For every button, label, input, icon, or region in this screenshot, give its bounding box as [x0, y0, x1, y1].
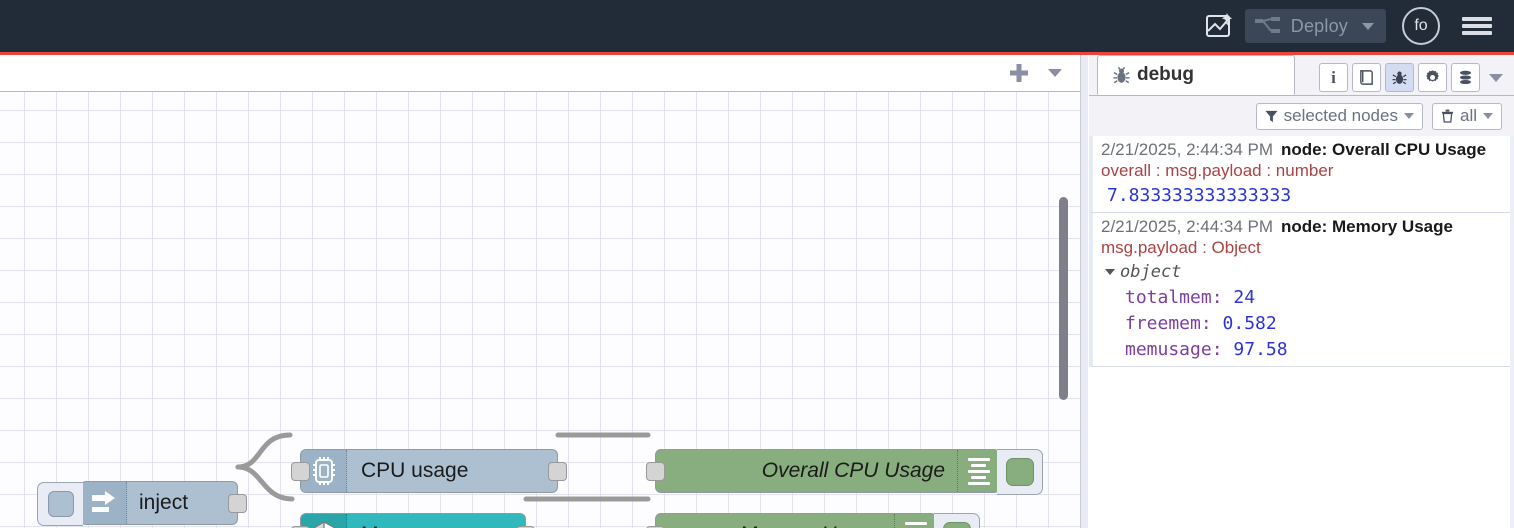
flow-canvas[interactable]: inject CPU usage — [0, 92, 1080, 528]
inject-button-inner — [47, 491, 74, 517]
flow-workspace: inject CPU usage — [0, 55, 1080, 528]
debug-property-value: 24 — [1233, 287, 1256, 308]
filter-funnel-icon — [1265, 110, 1278, 122]
node-cpu-usage[interactable]: CPU usage — [291, 449, 567, 493]
sidebar-tab-bar: debug i — [1089, 55, 1514, 96]
debug-message-header: 2/21/2025, 2:44:34 PM node: Overall CPU U… — [1101, 140, 1514, 160]
debug-lines-icon — [894, 514, 936, 528]
node-debug-memory-usage[interactable]: Memory Usage — [646, 513, 980, 528]
debug-bug-icon[interactable] — [1385, 63, 1414, 92]
chevron-down-icon — [1403, 113, 1414, 119]
debug-clear-button[interactable]: all — [1431, 102, 1502, 130]
debug-bar — [967, 469, 990, 473]
inject-trigger-button[interactable] — [37, 482, 83, 526]
debug-bar — [967, 457, 990, 461]
debug-bar — [971, 475, 986, 479]
inject-arrow-icon — [81, 482, 127, 524]
import-image-icon[interactable] — [1197, 6, 1241, 46]
debug-property-key: memusage: — [1125, 339, 1223, 360]
node-debug-cpu-input-port[interactable] — [646, 462, 665, 481]
server-box-icon — [301, 514, 347, 528]
caret-glyph — [1489, 73, 1503, 82]
context-data-icon[interactable] — [1451, 63, 1480, 92]
debug-object-property: totalmem: 24 — [1101, 287, 1514, 308]
debug-message-value: 7.833333333333333 — [1107, 185, 1292, 206]
info-icon[interactable]: i — [1319, 63, 1348, 92]
debug-panel-scroll-edge — [1510, 136, 1514, 528]
node-cpu-output-port[interactable] — [548, 462, 567, 481]
deploy-dropdown-caret-icon[interactable] — [1362, 22, 1374, 30]
caret-glyph — [1048, 69, 1062, 77]
node-cpu-input-port[interactable] — [291, 462, 310, 481]
right-sidebar: debug i — [1089, 55, 1514, 528]
debug-bar — [967, 481, 990, 485]
debug-filter-bar: selected nodes all — [1089, 96, 1514, 136]
header-accent-bar — [0, 52, 1514, 55]
tab-debug-label: debug — [1137, 64, 1194, 85]
debug-object-root-label: object — [1120, 262, 1182, 282]
debug-object-property: memusage: 97.58 — [1101, 339, 1514, 360]
trash-icon — [1441, 109, 1454, 123]
flow-tab-bar — [0, 55, 1080, 92]
chevron-down-icon[interactable] — [1484, 63, 1508, 92]
avatar[interactable]: fo — [1402, 7, 1440, 45]
avatar-initials: fo — [1414, 17, 1428, 34]
help-book-icon[interactable] — [1352, 63, 1381, 92]
node-memory[interactable]: Memory — [291, 513, 535, 528]
debug-scope-filter-button[interactable]: selected nodes — [1255, 102, 1423, 130]
debug-bar — [971, 463, 986, 467]
debug-enable-toggle[interactable] — [997, 449, 1043, 495]
debug-message-timestamp: 2/21/2025, 2:44:34 PM — [1101, 217, 1274, 236]
debug-property-value: 97.58 — [1233, 339, 1288, 360]
node-debug-cpu-label: Overall CPU Usage — [761, 459, 945, 482]
node-debug-mem-label: Memory Usage — [656, 523, 894, 528]
debug-property-value: 0.582 — [1222, 313, 1277, 334]
debug-message-source-node: node: Memory Usage — [1281, 217, 1453, 236]
debug-message-header: 2/21/2025, 2:44:34 PM node: Memory Usage — [1101, 217, 1514, 237]
bug-icon — [1113, 66, 1130, 83]
deploy-label: Deploy — [1290, 15, 1348, 36]
debug-clear-label: all — [1459, 106, 1477, 125]
node-inject[interactable]: inject — [37, 481, 247, 526]
debug-message-timestamp: 2/21/2025, 2:44:34 PM — [1101, 140, 1274, 159]
debug-scope-filter-label: selected nodes — [1283, 106, 1398, 125]
expand-collapse-caret-icon[interactable] — [1105, 269, 1115, 275]
debug-lines-icon — [957, 450, 999, 492]
app-header: Deploy fo — [0, 0, 1514, 52]
debug-bar — [904, 521, 927, 525]
canvas-vertical-scrollbar[interactable] — [1059, 197, 1068, 400]
debug-message[interactable]: 2/21/2025, 2:44:34 PM node: Overall CPU U… — [1089, 136, 1514, 213]
deploy-nodes-icon — [1254, 17, 1280, 33]
panel-resize-handle[interactable] — [1080, 55, 1088, 528]
debug-message-source-node: node: Overall CPU Usage — [1281, 140, 1487, 159]
burger-line — [1462, 24, 1492, 28]
config-gear-icon[interactable] — [1418, 63, 1447, 92]
deploy-button[interactable]: Deploy — [1244, 9, 1386, 43]
burger-line — [1462, 31, 1492, 35]
node-inject-output-port[interactable] — [228, 494, 247, 513]
sidebar-tool-icons: i — [1319, 63, 1508, 92]
debug-object-root[interactable]: object — [1101, 262, 1514, 282]
node-debug-overall-cpu-usage[interactable]: Overall CPU Usage — [646, 449, 1043, 495]
debug-enable-toggle[interactable] — [934, 513, 980, 528]
debug-property-key: totalmem: — [1125, 287, 1223, 308]
burger-line — [1462, 17, 1492, 21]
debug-property-key: freemem: — [1125, 313, 1212, 334]
tab-debug[interactable]: debug — [1097, 55, 1295, 95]
debug-message-topic: msg.payload : Object — [1101, 238, 1261, 257]
debug-toggle-inner — [942, 522, 971, 528]
chevron-down-icon — [1483, 113, 1493, 119]
node-cpu-usage-label: CPU usage — [361, 459, 469, 482]
chevron-down-icon[interactable] — [1038, 56, 1072, 90]
debug-message-list[interactable]: 2/21/2025, 2:44:34 PM node: Overall CPU U… — [1089, 136, 1514, 528]
node-inject-label: inject — [139, 491, 189, 514]
hamburger-menu-icon[interactable] — [1462, 14, 1496, 38]
plus-icon[interactable] — [1000, 56, 1038, 90]
debug-message-topic: overall : msg.payload : number — [1101, 161, 1334, 180]
node-memory-label: Memory — [347, 523, 525, 528]
debug-toggle-inner — [1005, 458, 1034, 486]
debug-object-property: freemem: 0.582 — [1101, 313, 1514, 334]
